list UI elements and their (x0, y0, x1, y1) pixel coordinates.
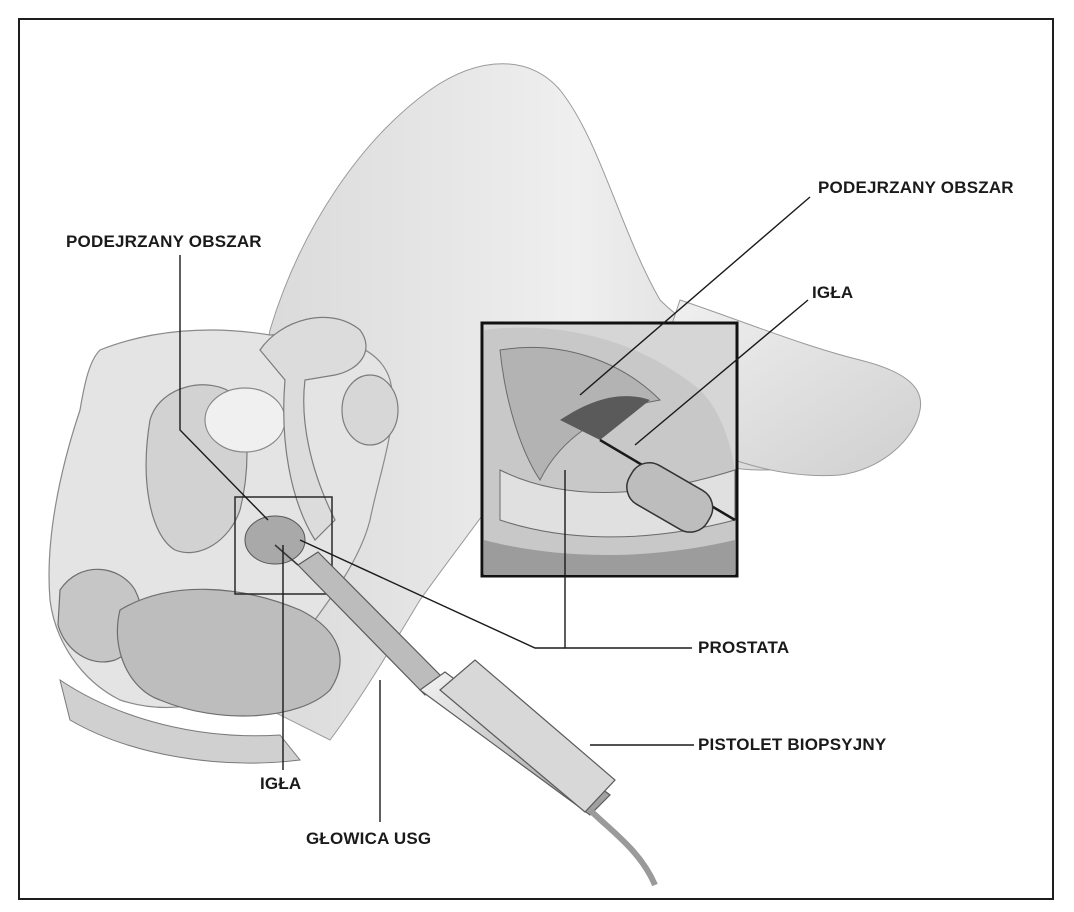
label-prostate: PROSTATA (698, 638, 789, 657)
pubic-bone-shape (205, 388, 285, 452)
label-ultrasound-probe: GŁOWICA USG (306, 829, 431, 848)
label-biopsy-gun: PISTOLET BIOPSYJNY (698, 735, 887, 754)
label-needle-bottom: IGŁA (260, 774, 301, 793)
label-suspicious-area-left: PODEJRZANY OBSZAR (66, 232, 262, 251)
prostate-shape (245, 516, 305, 564)
label-needle-inset: IGŁA (812, 283, 853, 302)
testis-shape (342, 375, 398, 445)
zoom-inset (482, 323, 737, 576)
label-suspicious-area-inset: PODEJRZANY OBSZAR (818, 178, 1014, 197)
